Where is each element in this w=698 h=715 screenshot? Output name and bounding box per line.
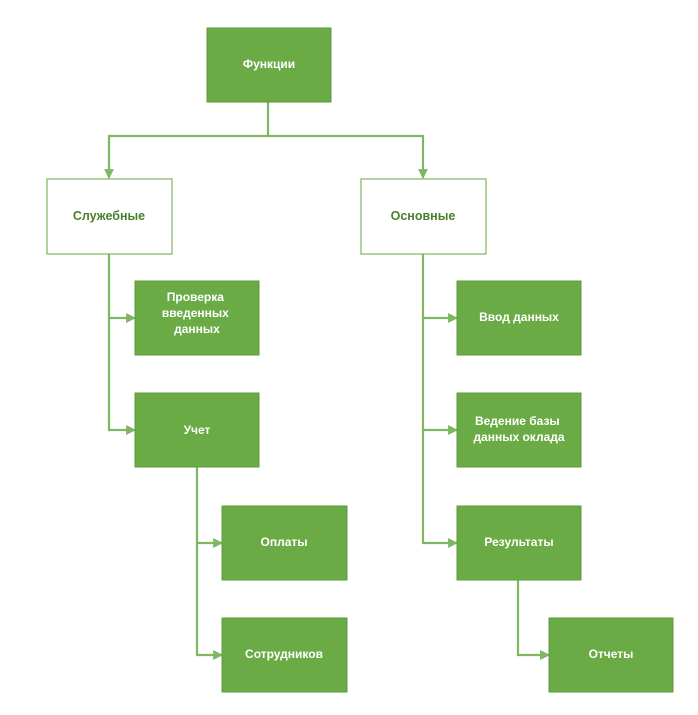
node-service-label: Служебные [73,209,145,223]
connector-service-to-account [107,318,136,435]
connectors [104,102,550,660]
node-payments-label: Оплаты [260,535,307,549]
node-functions-label: Функции [243,57,295,71]
node-reports-label: Отчеты [589,647,634,661]
connector-results-to-reports [516,579,550,660]
connector-service-to-check [107,254,136,323]
node-service: Служебные [46,178,173,255]
node-salary-database: Ведение базы данных оклада [456,392,582,468]
node-results-label: Результаты [484,535,553,549]
connector-main-to-input [421,254,458,323]
node-reports: Отчеты [548,617,674,693]
node-salary-database-label: Ведение базы данных оклада [473,414,564,444]
connector-account-to-payments [195,467,223,548]
node-employees-label: Сотрудников [245,647,323,661]
connector-main-to-results [421,430,458,548]
connector-root-to-service [104,102,270,179]
connector-main-to-database [421,318,458,435]
node-check-input-data-label: Проверка введенных данных [162,290,232,336]
node-main-label: Основные [391,209,456,223]
node-functions: Функции [206,27,332,103]
node-accounting-label: Учет [184,423,211,437]
node-payments: Оплаты [221,505,348,581]
connector-root-to-main [268,134,428,179]
node-results: Результаты [456,505,582,581]
node-data-input: Ввод данных [456,280,582,356]
node-data-input-label: Ввод данных [479,310,559,324]
node-main: Основные [360,178,487,255]
connector-account-to-employees [195,543,223,660]
node-employees: Сотрудников [221,617,348,693]
node-accounting: Учет [134,392,260,468]
node-check-input-data: Проверка введенных данных [134,280,260,356]
